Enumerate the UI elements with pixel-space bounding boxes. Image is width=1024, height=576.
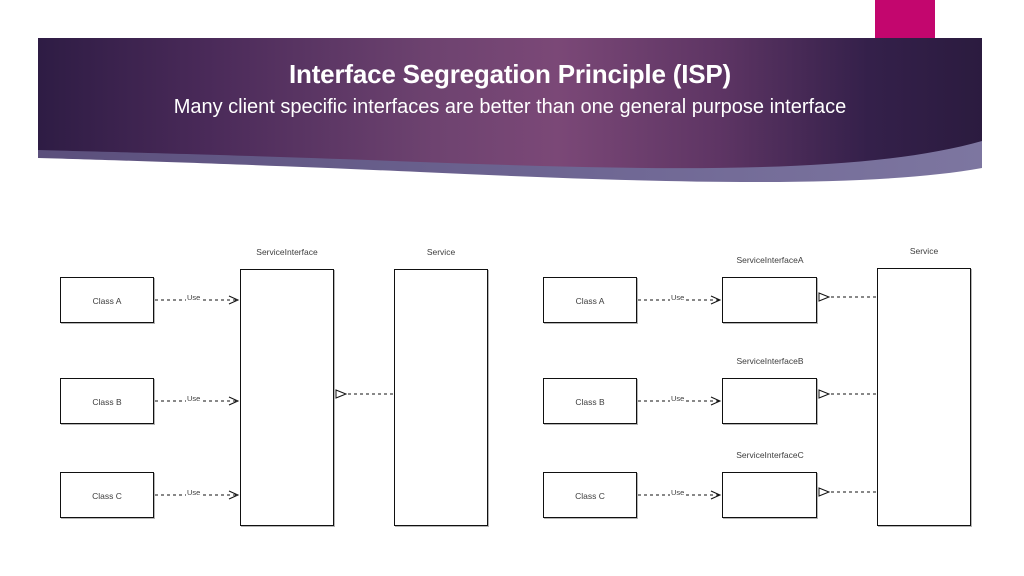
class-box-left-b-label: Class B [92,397,122,407]
caption-left-service: Service [426,247,456,257]
service-box-right[interactable] [877,268,971,526]
class-box-right-a-label: Class A [575,296,605,306]
edge-label-right-c: Use [670,488,686,497]
interface-box-serviceinterfaceA[interactable] [722,277,817,323]
class-box-right-b-label: Class B [575,397,605,407]
caption-left-serviceinterface: ServiceInterface [256,247,318,257]
caption-serviceinterfaceA: ServiceInterfaceA [736,255,804,265]
left-use-dependencies [155,295,240,500]
edge-label-right-a: Use [670,293,686,302]
interface-box-serviceinterfaceC[interactable] [722,472,817,518]
class-box-left-b[interactable]: Class B [60,378,154,424]
caption-serviceinterfaceB: ServiceInterfaceB [736,356,804,366]
caption-right-service: Service [909,246,939,256]
class-box-right-c-label: Class C [575,491,605,501]
caption-serviceinterfaceC: ServiceInterfaceC [736,450,804,460]
banner-body [38,38,982,169]
edge-label-left-c: Use [186,488,202,497]
interface-box-serviceinterfaceB[interactable] [722,378,817,424]
service-box-left[interactable] [394,269,488,526]
right-realizations [819,297,876,492]
right-use-dependencies [638,295,722,500]
class-box-left-c-label: Class C [92,491,122,501]
class-box-right-c[interactable]: Class C [543,472,637,518]
banner-shape [38,0,982,183]
class-box-right-b[interactable]: Class B [543,378,637,424]
edge-label-right-b: Use [670,394,686,403]
edge-label-left-a: Use [186,293,202,302]
class-box-left-a[interactable]: Class A [60,277,154,323]
class-box-left-c[interactable]: Class C [60,472,154,518]
class-box-right-a[interactable]: Class A [543,277,637,323]
edge-label-left-b: Use [186,394,202,403]
interface-box-serviceinterface[interactable] [240,269,334,526]
class-box-left-a-label: Class A [92,296,122,306]
